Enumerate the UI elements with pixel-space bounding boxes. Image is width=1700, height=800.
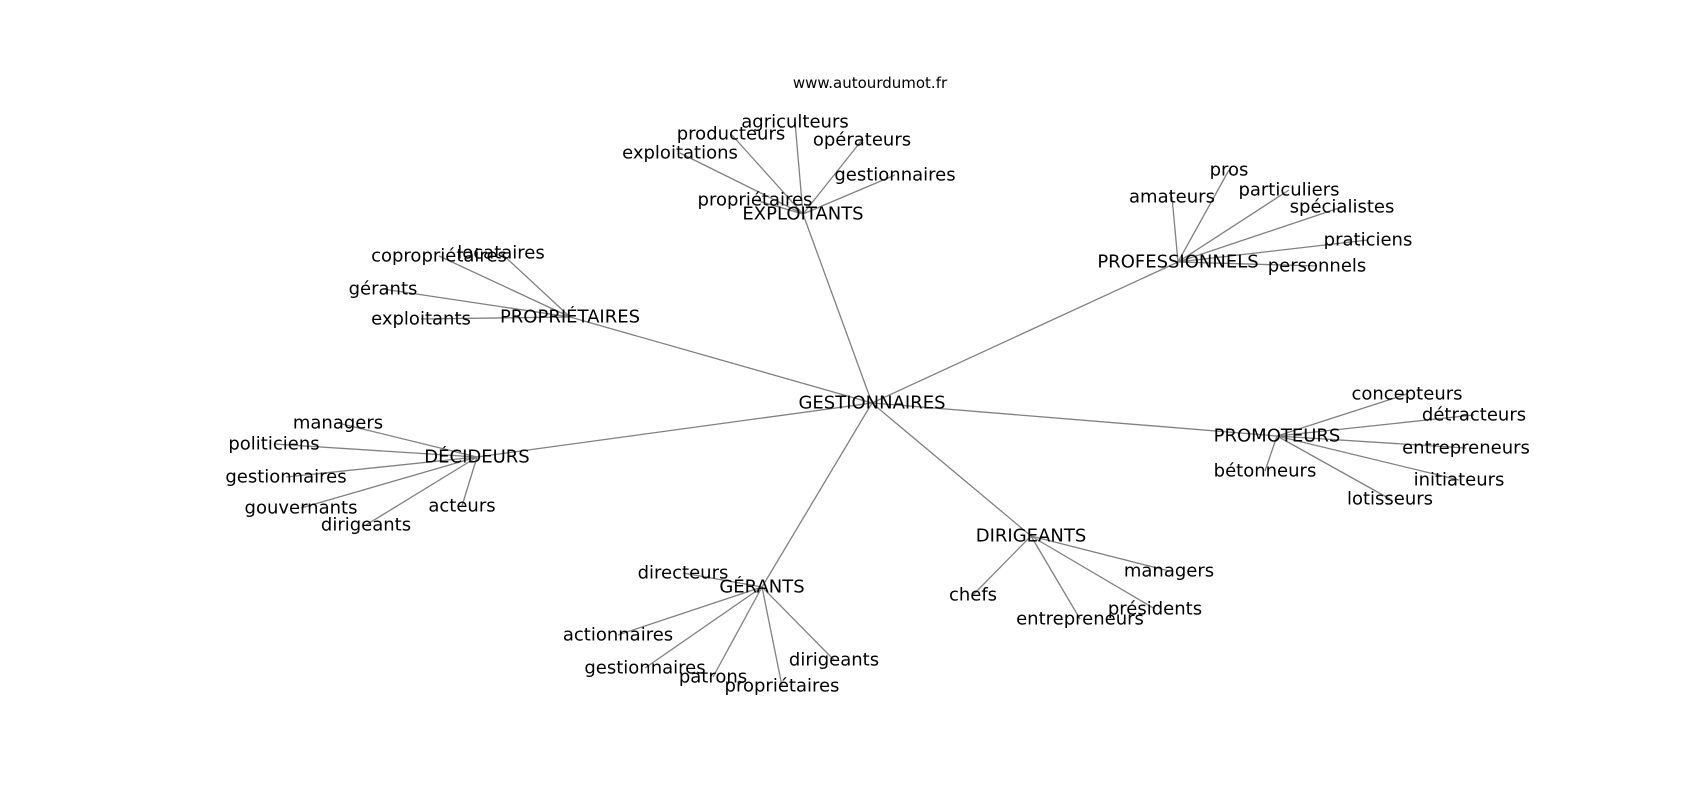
- edge-center-to-cluster: [802, 213, 873, 404]
- edge-cluster-to-leaf: [500, 252, 571, 318]
- leaf-node-label: managers: [1124, 561, 1214, 582]
- edge-cluster-to-leaf: [972, 535, 1032, 596]
- edge-cluster-to-leaf: [754, 199, 804, 215]
- graph-edges: [273, 121, 1475, 687]
- leaf-node-label: amateurs: [1129, 187, 1215, 208]
- cluster-node-label: PROFESSIONNELS: [1097, 252, 1258, 273]
- edge-cluster-to-leaf: [1276, 393, 1408, 437]
- leaf-node-label: initiateurs: [1414, 470, 1505, 491]
- edge-center-to-cluster: [569, 316, 873, 404]
- cluster-node-label: DIRIGEANTS: [976, 526, 1087, 547]
- edge-cluster-to-leaf: [712, 586, 763, 678]
- edge-cluster-to-leaf: [1030, 535, 1081, 620]
- edge-cluster-to-leaf: [1177, 261, 1318, 267]
- cluster-node-label: GÉRANTS: [719, 576, 804, 598]
- edge-cluster-to-leaf: [761, 586, 783, 687]
- edge-cluster-to-leaf: [802, 174, 896, 215]
- edge-cluster-to-leaf: [461, 456, 478, 507]
- leaf-node-label: politiciens: [228, 434, 319, 455]
- leaf-node-label: gérants: [349, 279, 418, 300]
- leaf-node-label: concepteurs: [1351, 384, 1462, 405]
- edge-cluster-to-leaf: [438, 255, 571, 318]
- edge-cluster-to-leaf: [1177, 189, 1290, 263]
- edge-cluster-to-leaf: [679, 152, 804, 215]
- edge-cluster-to-leaf: [1264, 435, 1278, 472]
- leaf-node-label: spécialistes: [1290, 197, 1395, 218]
- leaf-node-label: praticiens: [1324, 230, 1413, 251]
- edge-cluster-to-leaf: [1177, 169, 1230, 263]
- edge-cluster-to-leaf: [420, 316, 571, 320]
- leaf-node-label: exploitations: [622, 143, 738, 164]
- edge-cluster-to-leaf: [1177, 239, 1369, 263]
- edge-cluster-to-leaf: [682, 572, 763, 588]
- leaf-node-label: gestionnaires: [225, 467, 346, 488]
- cluster-node-label: EXPLOITANTS: [742, 204, 863, 225]
- leaf-node-label: pros: [1210, 160, 1249, 181]
- edge-cluster-to-leaf: [1030, 535, 1156, 610]
- edge-cluster-to-leaf: [730, 133, 804, 215]
- edge-cluster-to-leaf: [1276, 435, 1391, 500]
- leaf-node-label: gestionnaires: [584, 658, 705, 679]
- edge-cluster-to-leaf: [1276, 435, 1460, 481]
- edge-cluster-to-leaf: [1171, 196, 1179, 263]
- leaf-node-label: particuliers: [1238, 180, 1339, 201]
- leaf-node-label: dirigeants: [321, 515, 411, 536]
- leaf-node-label: producteurs: [677, 124, 786, 145]
- edge-center-to-cluster: [871, 402, 1278, 437]
- edge-cluster-to-leaf: [802, 139, 863, 215]
- center-node-label: GESTIONNAIRES: [798, 393, 945, 414]
- leaf-node-label: opérateurs: [813, 130, 911, 151]
- leaf-node-label: lotisseurs: [1347, 489, 1433, 510]
- edge-center-to-cluster: [761, 402, 873, 588]
- edge-cluster-to-leaf: [1030, 535, 1170, 572]
- edge-cluster-to-leaf: [1276, 435, 1467, 449]
- leaf-node-label: agriculteurs: [741, 112, 848, 133]
- source-watermark: www.autourdumot.fr: [793, 74, 948, 92]
- leaf-node-label: présidents: [1108, 599, 1202, 620]
- edge-center-to-cluster: [871, 261, 1179, 404]
- leaf-node-label: actionnaires: [563, 625, 673, 646]
- leaf-node-label: chefs: [949, 585, 997, 606]
- leaf-node-label: entrepreneurs: [1402, 438, 1530, 459]
- leaf-node-label: locataires: [457, 243, 545, 264]
- edge-cluster-to-leaf: [382, 288, 571, 318]
- graph-labels: www.autourdumot.fr agriculteursproducteu…: [225, 74, 1530, 697]
- leaf-node-label: propriétaires: [698, 190, 813, 211]
- leaf-node-label: acteurs: [428, 496, 495, 517]
- leaf-node-label: propriétaires: [725, 676, 840, 697]
- cluster-node-label: PROMOTEURS: [1214, 426, 1341, 447]
- leaf-node-label: exploitants: [371, 309, 471, 330]
- edge-cluster-to-leaf: [300, 456, 478, 509]
- leaf-node-label: dirigeants: [789, 650, 879, 671]
- edge-cluster-to-leaf: [365, 456, 478, 526]
- leaf-node-label: personnels: [1268, 256, 1367, 277]
- edge-cluster-to-leaf: [794, 121, 804, 215]
- leaf-node-label: détracteurs: [1422, 405, 1526, 426]
- leaf-node-label: patrons: [679, 667, 747, 688]
- leaf-node-label: directeurs: [638, 563, 729, 584]
- leaf-node-label: gestionnaires: [834, 165, 955, 186]
- leaf-node-label: gouvernants: [245, 498, 358, 519]
- leaf-node-label: entrepreneurs: [1016, 609, 1144, 630]
- edge-cluster-to-leaf: [644, 586, 763, 669]
- edge-cluster-to-leaf: [761, 586, 835, 661]
- edge-cluster-to-leaf: [285, 456, 478, 478]
- edge-cluster-to-leaf: [1177, 206, 1343, 263]
- leaf-node-label: bétonneurs: [1214, 461, 1317, 482]
- edge-cluster-to-leaf: [617, 586, 763, 636]
- edge-cluster-to-leaf: [337, 422, 478, 458]
- cluster-node-label: PROPRIÉTAIRES: [500, 306, 640, 328]
- cluster-node-label: DÉCIDEURS: [424, 446, 529, 468]
- edge-cluster-to-leaf: [1276, 414, 1475, 437]
- edge-cluster-to-leaf: [273, 443, 478, 458]
- edge-center-to-cluster: [871, 402, 1032, 537]
- edge-center-to-cluster: [476, 402, 873, 458]
- leaf-node-label: managers: [293, 413, 383, 434]
- leaf-node-label: copropriétaires: [371, 246, 507, 267]
